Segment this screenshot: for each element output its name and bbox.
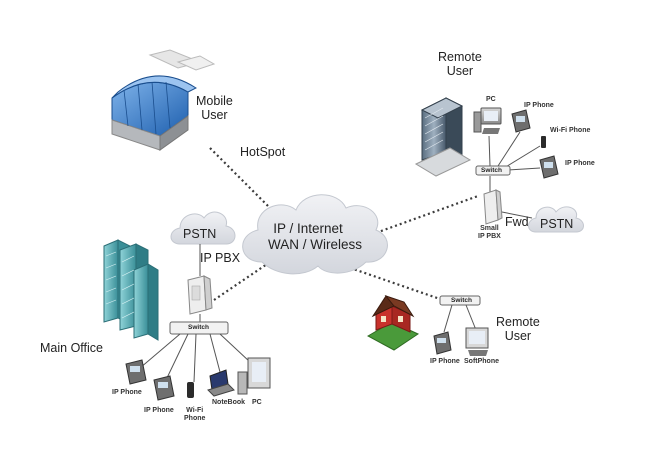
remote-top-fwd-link — [501, 211, 533, 219]
remote-top-wifi-phone-icon — [541, 136, 546, 148]
remote-top-pc-icon — [473, 107, 502, 134]
main-office-wifi-phone-line2: Phone — [184, 415, 206, 423]
internet-cloud — [242, 194, 388, 275]
remote-house-icon — [366, 294, 420, 351]
link-mobile-user — [209, 147, 281, 219]
remote-bottom-switch-label: Switch — [451, 297, 472, 304]
remote-bottom-softphone-label: SoftPhone — [464, 358, 499, 365]
remote-bottom-switch — [439, 295, 481, 306]
main-office-notebook-label: NoteBook — [212, 399, 246, 406]
remote-top-pc-label: PC — [486, 96, 496, 103]
remote-user-bottom-line1: Remote — [496, 315, 540, 329]
main-office-switch-label: Switch — [188, 324, 209, 331]
cloud-label-line1: IP / Internet — [273, 221, 343, 236]
remote-top-ip-phone-2-label: IP Phone — [565, 160, 595, 167]
remote-bottom-ip-phone-icon — [433, 331, 452, 355]
main-office-pc-icon — [237, 357, 271, 395]
mobile-user-building-icon — [111, 49, 216, 151]
main-office-switch — [169, 321, 229, 335]
mobile-user-label: Mobile User — [196, 94, 233, 123]
small-ip-pbx-icon — [483, 189, 503, 225]
remote-user-bottom-label: Remote User — [496, 315, 540, 344]
mobile-user-line1: Mobile — [196, 94, 233, 108]
main-office-ip-phone-1-label: IP Phone — [112, 389, 142, 396]
main-office-notebook-icon — [207, 369, 235, 397]
main-office-ip-pbx-label: IP PBX — [200, 251, 241, 265]
main-office-device-links — [139, 333, 251, 383]
small-ip-pbx-line1: Small — [480, 225, 499, 232]
remote-user-top-label: Remote User — [438, 50, 482, 79]
remote-top-switch — [475, 165, 511, 176]
remote-top-ip-phone-2-icon — [539, 155, 559, 179]
remote-bottom-ip-phone-label: IP Phone — [430, 358, 460, 365]
fwd-label: Fwd — [505, 215, 529, 229]
main-office-ip-pbx-icon — [187, 275, 213, 315]
remote-office-tower-icon — [414, 97, 472, 177]
remote-user-bottom-line2: User — [504, 329, 532, 344]
mobile-user-line2: User — [201, 108, 228, 123]
small-ip-pbx-label: Small IP PBX — [478, 225, 501, 241]
link-remote-top — [347, 194, 479, 245]
cloud-label: IP / Internet WAN / Wireless — [268, 221, 362, 252]
main-office-pstn-label: PSTN — [183, 227, 217, 241]
main-office-wifi-phone-line1: Wi-Fi — [186, 407, 204, 414]
main-office-label: Main Office — [40, 341, 103, 355]
main-office-ip-phone-2-label: IP Phone — [144, 407, 174, 414]
main-office-ip-phone-2-icon — [153, 375, 175, 401]
main-office-wifi-phone-icon — [187, 382, 194, 398]
small-ip-pbx-line2: IP PBX — [478, 233, 501, 241]
cloud-label-line2: WAN / Wireless — [268, 236, 362, 252]
remote-bottom-softphone-icon — [465, 327, 489, 356]
remote-top-ip-phone-label: IP Phone — [524, 102, 554, 109]
link-main-office — [213, 261, 271, 301]
remote-top-wifi-phone-label: Wi-Fi Phone — [550, 127, 591, 134]
wan-links — [209, 147, 479, 301]
remote-bottom-links — [443, 304, 477, 333]
remote-top-pstn-cloud — [528, 206, 584, 233]
remote-top-pstn-label: PSTN — [540, 217, 574, 231]
link-remote-bottom — [335, 261, 441, 301]
remote-user-top-line2: User — [446, 64, 474, 79]
main-office-wifi-phone-label: Wi-Fi Phone — [184, 407, 205, 423]
remote-top-ip-phone-icon — [511, 109, 531, 133]
remote-top-device-links — [488, 131, 541, 192]
remote-top-switch-label: Switch — [481, 167, 502, 174]
main-office-pc-label: PC — [252, 399, 262, 406]
remote-user-top-line1: Remote — [438, 50, 482, 64]
main-office-ip-phone-1-icon — [125, 359, 147, 385]
main-office-pstn-cloud — [170, 211, 236, 245]
main-office-building-icon — [103, 239, 159, 341]
hotspot-label: HotSpot — [240, 145, 286, 159]
